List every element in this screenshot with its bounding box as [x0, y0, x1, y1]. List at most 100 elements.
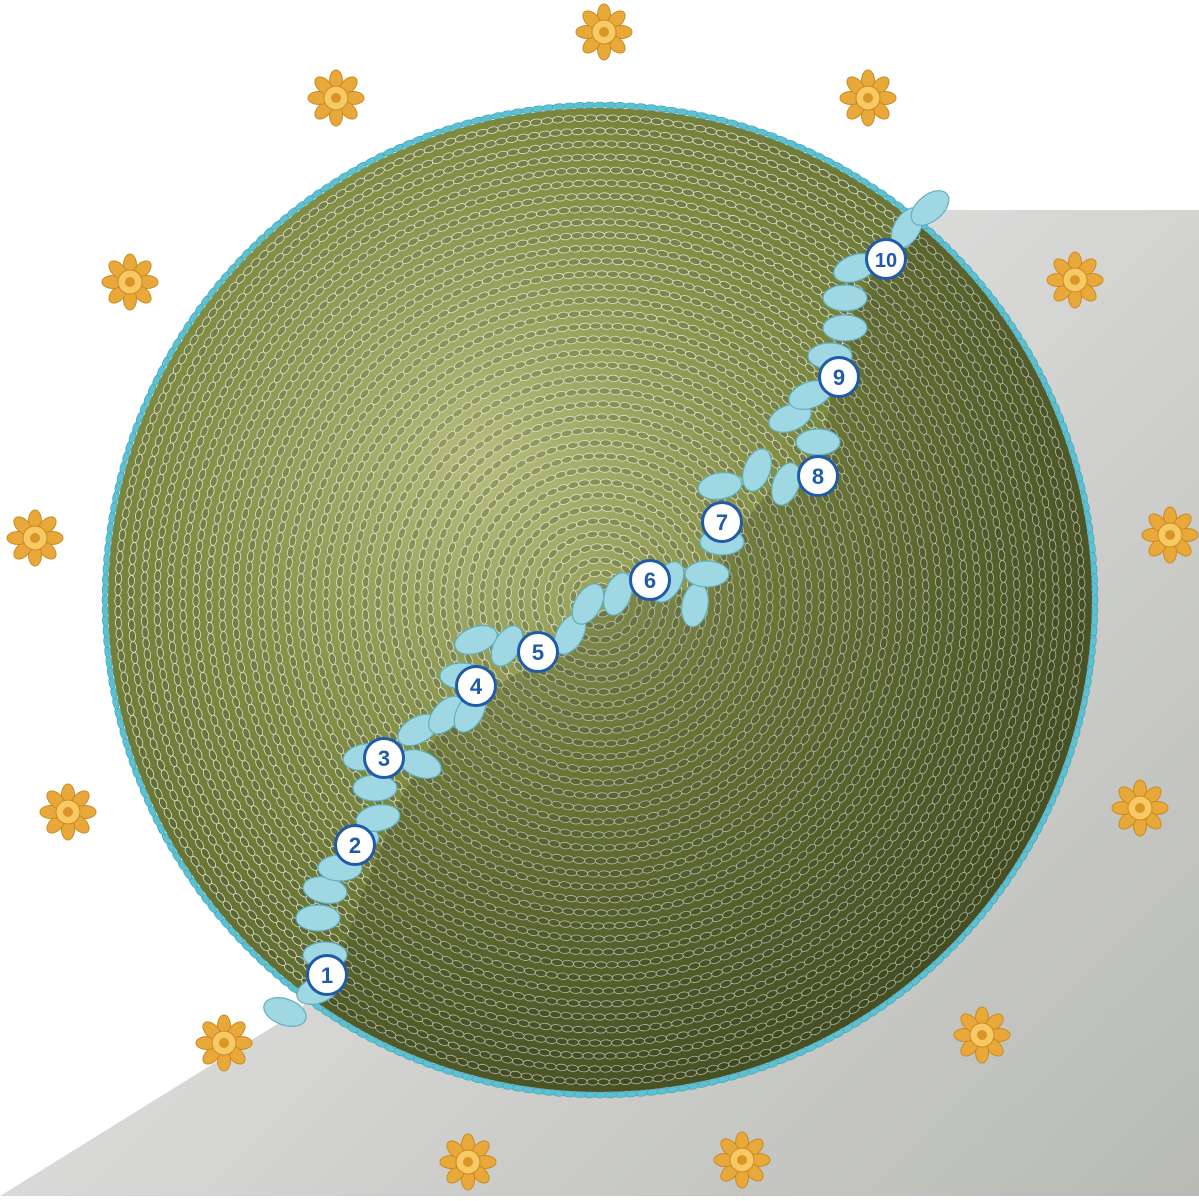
pellet — [284, 601, 291, 612]
pellet — [297, 596, 303, 607]
pellet — [375, 586, 382, 597]
pellet — [193, 584, 200, 595]
pellet — [219, 609, 226, 620]
pellet — [599, 167, 610, 174]
pellet — [245, 572, 252, 584]
pellet — [599, 336, 610, 343]
pellet — [599, 193, 610, 200]
pellet — [606, 141, 617, 148]
pellet — [585, 362, 596, 369]
pellet — [591, 544, 603, 551]
pellet — [388, 604, 395, 615]
pellet — [615, 232, 627, 239]
pellet — [604, 232, 615, 239]
pellet — [593, 219, 604, 225]
pellet — [571, 232, 583, 239]
pellet — [232, 606, 239, 617]
pellet — [544, 592, 551, 603]
pellet — [349, 606, 356, 617]
pellet — [271, 576, 278, 588]
pellet — [310, 590, 317, 601]
pellet — [193, 573, 200, 585]
pellet — [579, 258, 590, 265]
pellet — [605, 154, 616, 161]
pellet — [594, 453, 605, 459]
pellet — [336, 598, 343, 609]
pellet — [579, 323, 591, 330]
pellet — [271, 587, 278, 598]
pellet — [258, 574, 265, 586]
pellet — [297, 585, 304, 596]
pellet — [590, 349, 601, 356]
pellet — [440, 585, 447, 597]
pellet — [585, 271, 596, 278]
pellet — [128, 564, 135, 576]
pellet — [206, 600, 213, 611]
pellet — [598, 518, 609, 525]
pellet — [284, 612, 291, 624]
pellet — [180, 588, 187, 599]
pellet — [607, 271, 618, 278]
pellet — [284, 579, 291, 590]
pellet — [258, 607, 265, 618]
pellet — [596, 362, 607, 368]
pellet — [586, 401, 597, 408]
pellet — [607, 297, 618, 304]
pellet — [401, 583, 408, 595]
pellet — [141, 583, 148, 594]
pellet — [388, 581, 395, 593]
pellet — [613, 310, 625, 317]
pellet — [589, 440, 600, 447]
pellet — [597, 375, 608, 382]
pellet — [574, 271, 586, 278]
pellet — [258, 596, 264, 607]
pellet — [610, 336, 622, 343]
pellet — [206, 589, 213, 600]
pellet — [128, 586, 135, 597]
pellet — [606, 180, 617, 187]
pellet — [167, 619, 174, 631]
pellet — [621, 167, 633, 174]
pellet — [193, 617, 200, 629]
pellet — [577, 193, 588, 200]
pellet — [128, 597, 134, 608]
pellet — [466, 595, 472, 606]
pellet — [310, 601, 317, 612]
pellet — [592, 245, 603, 251]
pellet — [582, 284, 593, 291]
pellet — [584, 141, 595, 148]
pellet — [595, 180, 606, 186]
pellet — [605, 128, 616, 135]
pellet — [297, 607, 304, 618]
pellet — [572, 154, 584, 161]
pellet — [594, 427, 605, 433]
pellet — [310, 579, 317, 591]
pellet — [588, 388, 599, 395]
pellet — [582, 219, 593, 226]
pellet — [584, 180, 595, 187]
pellet — [599, 466, 610, 473]
pellet — [557, 595, 563, 606]
pellet — [579, 349, 591, 356]
pellet — [598, 401, 609, 408]
pellet — [167, 598, 173, 609]
pellet — [613, 245, 625, 252]
pellet — [245, 583, 252, 594]
pellet — [617, 141, 628, 148]
pellet — [154, 570, 161, 582]
pellet — [573, 180, 585, 187]
pellet — [401, 605, 408, 617]
pellet — [591, 206, 602, 212]
pellet — [569, 206, 581, 213]
pellet — [492, 599, 499, 610]
pellet — [598, 531, 610, 538]
pellet — [612, 323, 624, 330]
pellet — [310, 612, 317, 624]
pellet — [590, 258, 601, 265]
pellet — [427, 603, 434, 615]
pellet — [362, 587, 369, 598]
pellet — [180, 621, 187, 633]
pellet — [245, 616, 252, 628]
pellet — [588, 336, 599, 343]
pellet — [141, 605, 148, 616]
